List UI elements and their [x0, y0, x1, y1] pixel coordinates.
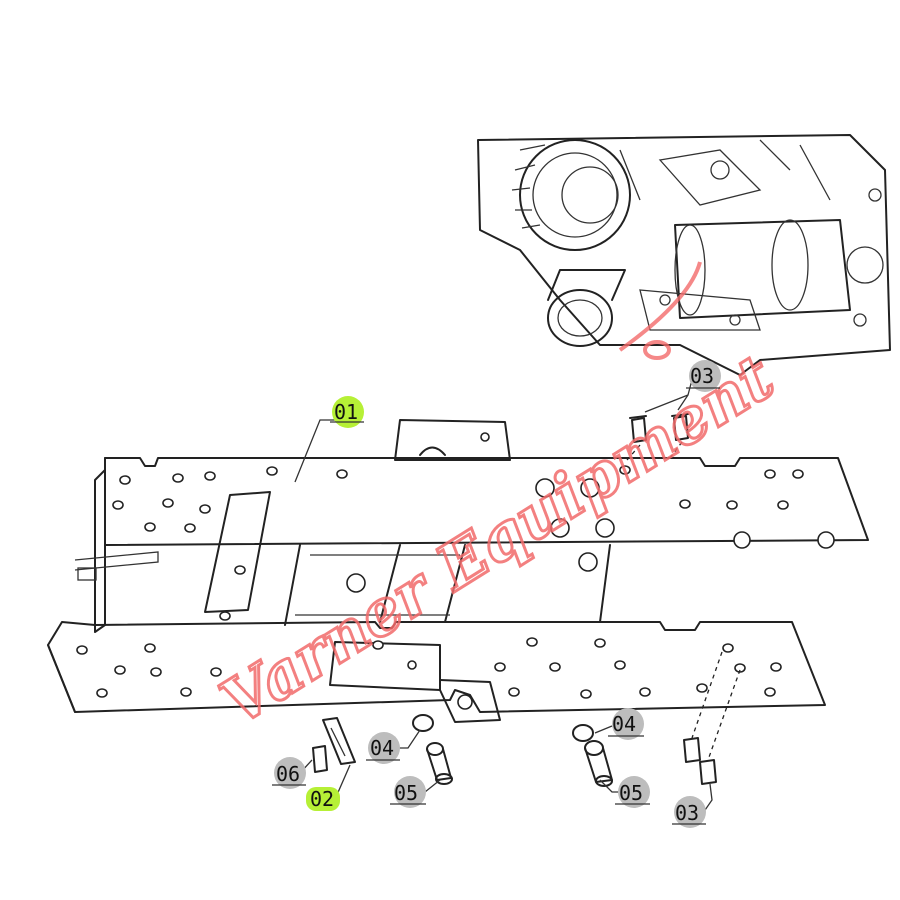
callout-03-bottom: 03	[672, 796, 706, 828]
slotted-strap-icon	[322, 717, 356, 765]
svg-text:05: 05	[619, 781, 643, 805]
callout-06: 06	[272, 757, 306, 789]
svg-text:Varner Equipment: Varner Equipment	[208, 340, 786, 739]
svg-text:05: 05	[394, 781, 418, 805]
bolt-icon	[312, 745, 328, 773]
bolt-icon	[671, 413, 689, 441]
engine-assembly	[477, 134, 891, 376]
callout-02: 02	[306, 787, 340, 811]
callout-05-right: 05	[615, 776, 650, 808]
washer-icon	[412, 714, 434, 732]
bolt-icon	[629, 415, 647, 443]
callout-04-right: 04	[608, 708, 644, 740]
svg-text:01: 01	[334, 400, 358, 424]
svg-text:02: 02	[310, 787, 334, 811]
bolt-icon	[699, 759, 717, 785]
svg-text:04: 04	[370, 736, 394, 760]
watermark: Varner Equipment	[207, 339, 788, 741]
subframe	[47, 419, 869, 723]
holes-back-rail	[112, 465, 804, 533]
fasteners	[312, 413, 741, 787]
callout-03-top: 03	[686, 360, 721, 392]
spacer-icon	[426, 742, 453, 785]
spacer-icon	[584, 740, 613, 787]
svg-text:06: 06	[276, 762, 300, 786]
svg-text:03: 03	[690, 364, 714, 388]
callout-05-left: 05	[390, 776, 426, 808]
holes-front-rail	[76, 565, 782, 699]
svg-text:03: 03	[675, 801, 699, 825]
svg-text:04: 04	[612, 712, 636, 736]
washer-icon	[572, 724, 594, 742]
nuts-back-rail	[346, 478, 835, 593]
bolt-icon	[683, 737, 701, 763]
callout-04-left: 04	[366, 732, 400, 764]
callout-01: 01	[330, 396, 364, 428]
